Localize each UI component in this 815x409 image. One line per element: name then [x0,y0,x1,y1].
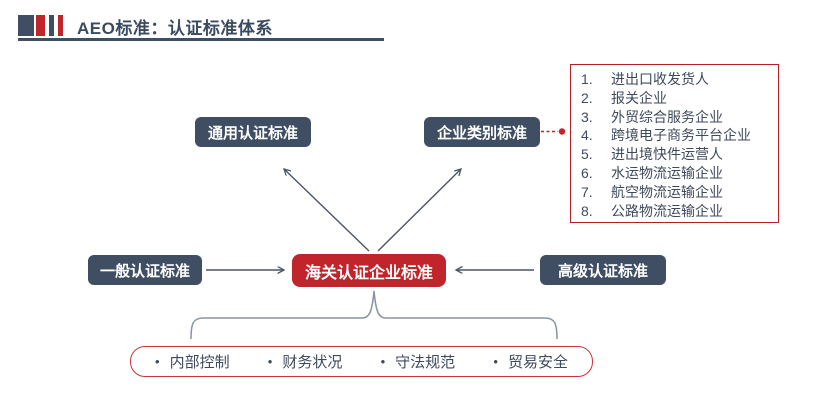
list-item-number: 1. [581,71,593,87]
enterprise-category-list: 1. 进出口收发货人 2. 报关企业 3. 外贸综合服务企业 4. 跨境电子商务… [570,64,779,223]
criteria-item: • 内部控制 [155,351,230,372]
criteria-label: 财务状况 [282,354,343,371]
node-enterprise-category-standard: 企业类别标准 [424,117,540,147]
list-item: 8. 公路物流运输企业 [581,202,778,221]
criteria-item: • 贸易安全 [493,351,568,372]
list-item: 3. 外贸综合服务企业 [581,108,778,127]
list-item-number: 5. [581,146,593,163]
list-item-number: 3. [581,108,593,125]
node-advanced-cert-standard: 高级认证标准 [540,255,666,285]
node-customs-certified-enterprise-standard: 海关认证企业标准 [292,254,446,287]
criteria-item: • 财务状况 [268,351,343,372]
criteria-pill: • 内部控制 • 财务状况 • 守法规范 • 贸易安全 [130,346,593,377]
list-item-number: 8. [581,202,593,219]
list-item-text: 进出口收发货人 [611,71,709,87]
criteria-label: 内部控制 [169,354,230,371]
list-item: 7. 航空物流运输企业 [581,183,778,202]
list-item: 5. 进出境快件运营人 [581,145,778,164]
list-item-number: 6. [581,164,593,181]
node-general-cert-standard: 通用认证标准 [195,117,311,147]
list-item-text: 报关企业 [611,89,667,106]
list-item: 1. 进出口收发货人 [581,70,778,89]
list-item-text: 进出境快件运营人 [611,146,723,163]
list-item: 2. 报关企业 [581,89,778,108]
list-item-text: 公路物流运输企业 [611,202,723,219]
bullet-icon: • [380,354,386,369]
bottom-brace [190,290,558,340]
connector-dot [558,128,566,135]
page-title: AEO标准：认证标准体系 [77,19,273,38]
logo-bar-icon [18,15,34,36]
list-item: 4. 跨境电子商务平台企业 [581,126,778,145]
node-basic-cert-standard: 一般认证标准 [88,255,202,285]
list-item-text: 跨境电子商务平台企业 [611,127,751,144]
logo-bar-icon [36,15,45,36]
bullet-icon: • [155,354,160,369]
arrow-center-to-general [284,169,370,252]
criteria-item: • 守法规范 [381,351,456,372]
criteria-label: 贸易安全 [507,354,568,371]
arrow-center-to-category [377,169,461,252]
list-item-text: 水运物流运输企业 [611,164,723,181]
list-item: 6. 水运物流运输企业 [581,164,778,183]
bullet-icon: • [267,354,273,369]
list-item-number: 2. [581,89,593,106]
list-item-text: 航空物流运输企业 [611,183,723,200]
logo-bar-icon [49,15,54,36]
criteria-label: 守法规范 [395,354,456,371]
bullet-icon: • [493,354,498,369]
list-item-number: 4. [581,127,593,144]
title-underline [18,38,384,41]
list-item-number: 7. [581,183,593,200]
logo-bar-icon [58,15,63,36]
list-item-text: 外贸综合服务企业 [611,108,723,125]
